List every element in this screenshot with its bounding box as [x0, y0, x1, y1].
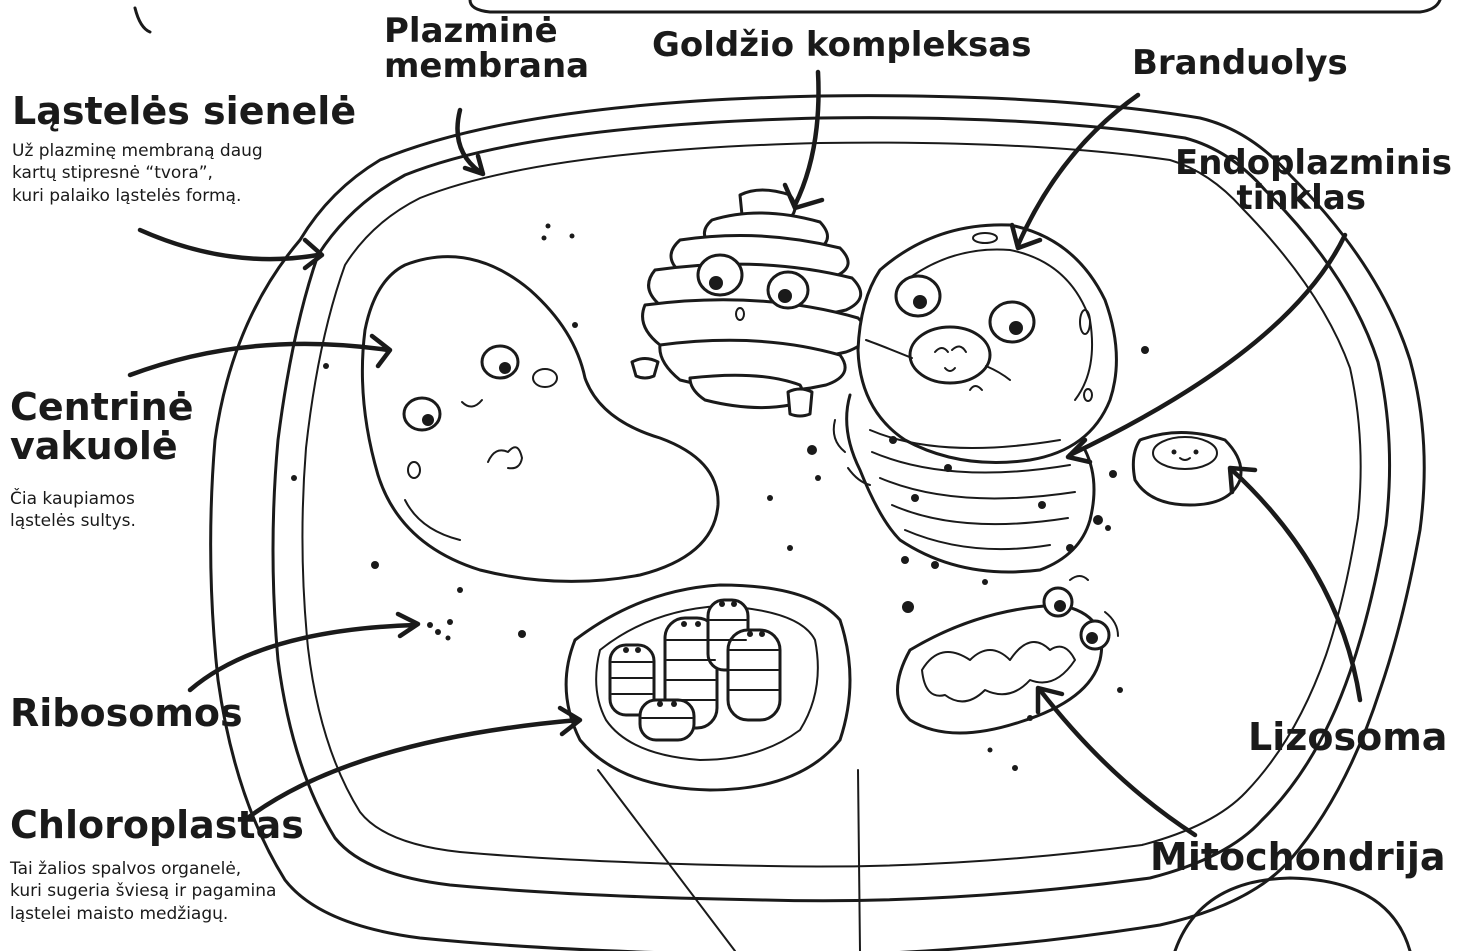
cell-wall-description: Už plazminę membraną daug kartų stipresn…: [12, 140, 263, 207]
lysosome-label: Lizosoma: [1248, 718, 1447, 757]
chloroplast-desc-line: Tai žalios spalvos organelė,: [10, 858, 276, 880]
vacuole-label-line: vakuolė: [10, 427, 193, 466]
chloroplast-desc-line: kuri sugeria šviesą ir pagamina: [10, 880, 276, 902]
cell-wall-desc-line: Už plazminę membraną daug: [12, 140, 263, 162]
chloroplast-desc-line: ląstelei maisto medžiagų.: [10, 903, 276, 925]
vacuole-description: Čia kaupiamos ląstelės sultys.: [10, 488, 136, 533]
plasma-membrane-label-line: Plazminė: [384, 14, 589, 49]
cell-wall-desc-line: kuri palaiko ląstelės formą.: [12, 185, 263, 207]
er-label: Endoplazminis tinklas: [1120, 146, 1452, 215]
chloroplast-description: Tai žalios spalvos organelė, kuri sugeri…: [10, 858, 276, 925]
vacuole-label-line: Centrinė: [10, 388, 193, 427]
nucleus-label: Branduolys: [1132, 46, 1348, 81]
plasma-membrane-label: Plazminė membrana: [384, 14, 589, 83]
plasma-membrane-label-line: membrana: [384, 49, 589, 84]
golgi-drawing: [632, 190, 867, 416]
er-label-line: Endoplazminis: [1120, 146, 1452, 181]
vacuole-desc-line: ląstelės sultys.: [10, 510, 136, 532]
chloroplast-label: Chloroplastas: [10, 806, 304, 845]
ribosomes-label: Ribosomos: [10, 694, 243, 733]
er-label-line: tinklas: [1120, 181, 1452, 216]
vacuole-label: Centrinė vakuolė: [10, 388, 193, 466]
golgi-label: Goldžio kompleksas: [652, 28, 1031, 63]
lysosome-drawing: [1133, 433, 1241, 506]
mitochondria-label: Mitochondrija: [1150, 838, 1445, 877]
chloroplast-drawing: [566, 585, 850, 790]
cell-wall-desc-line: kartų stipresnė “tvora”,: [12, 162, 263, 184]
cell-wall-label: Ląstelės sienelė: [12, 92, 356, 131]
nucleus-drawing: [858, 225, 1116, 463]
vacuole-desc-line: Čia kaupiamos: [10, 488, 136, 510]
mitochondria-drawing: [898, 576, 1119, 733]
